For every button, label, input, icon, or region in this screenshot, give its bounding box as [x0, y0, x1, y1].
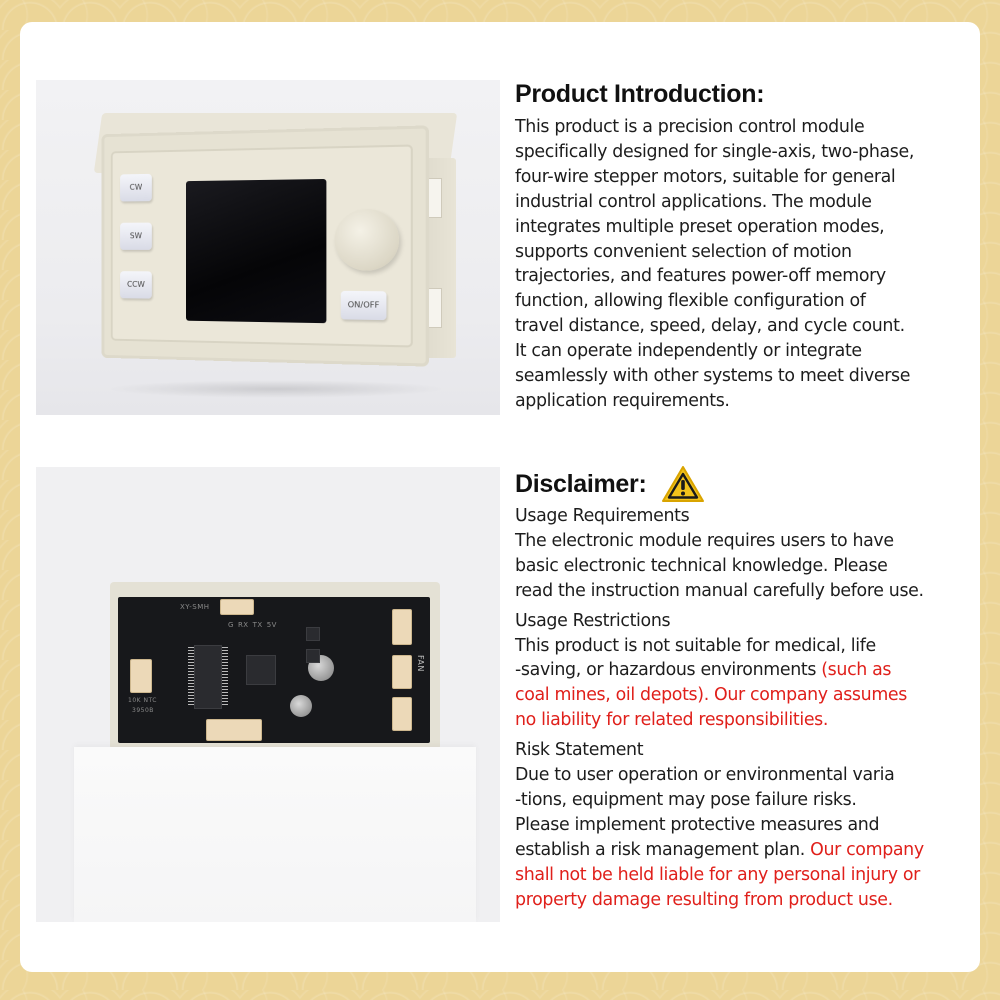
side-clip-slot — [428, 178, 442, 218]
disclaimer-header: Disclaimer: — [515, 466, 985, 502]
intro-line: travel distance, speed, delay, and cycle… — [515, 316, 905, 337]
on-off-button: ON/OFF — [340, 290, 387, 321]
disclaimer-line: Due to user operation or environmental v… — [515, 765, 895, 786]
intro-line: industrial control applications. The mod… — [515, 191, 872, 212]
intro-line: specifically designed for single-axis, t… — [515, 141, 915, 162]
usage-requirements-heading: Usage Requirements — [515, 506, 690, 526]
usage-requirements-block: Usage Requirements The electronic module… — [515, 504, 985, 604]
ntc-label: 10K NTC — [128, 697, 157, 704]
image-shadow — [106, 380, 446, 398]
usage-restrictions-block: Usage Restrictions This product is not s… — [515, 609, 985, 734]
disclaimer-line: basic electronic technical knowledge. Pl… — [515, 555, 888, 576]
module-front-panel: CW SW CCW ON/OFF — [101, 125, 429, 367]
top-connector — [220, 599, 254, 615]
product-introduction-section: Product Introduction: This product is a … — [515, 80, 975, 414]
side-clip-slot — [428, 288, 442, 328]
warning-text: property damage resulting from product u… — [515, 889, 893, 910]
signal-connector — [392, 609, 412, 645]
ntc-b-label: 3950B — [132, 707, 154, 714]
intro-line: supports convenient selection of motion — [515, 241, 852, 262]
intro-line: four-wire stepper motors, suitable for g… — [515, 166, 896, 187]
uart-tx-label: TX — [252, 621, 263, 629]
warning-text: no liability for related responsibilitie… — [515, 710, 829, 731]
chip-pins — [222, 647, 228, 707]
uart-5v-label: 5V — [266, 621, 277, 629]
intro-line: application requirements. — [515, 390, 730, 411]
warning-text: shall not be held liable for any persona… — [515, 864, 920, 885]
capacitor — [290, 695, 312, 717]
warning-triangle-icon — [661, 465, 705, 503]
uart-rx-label: RX — [237, 621, 249, 629]
warning-text: coal mines, oil depots). Our company ass… — [515, 685, 907, 706]
disclaimer-line: This product is not suitable for medical… — [515, 635, 876, 656]
disclaimer-title: Disclaimer: — [515, 469, 647, 498]
memory-chip — [194, 645, 222, 709]
disclaimer-line: -saving, or hazardous environments (such… — [515, 660, 892, 681]
warning-text: Our company — [810, 839, 924, 860]
transistor — [306, 627, 320, 641]
ccw-button: CCW — [120, 271, 152, 299]
disclaimer-line: Please implement protective measures and — [515, 814, 880, 835]
product-pcb-image: XY-SMH G RX TX 5V 10K NTC 3950B FAN — [36, 467, 500, 922]
disclaimer-line: establish a risk management plan. Our co… — [515, 839, 924, 860]
sw-button: SW — [120, 222, 152, 250]
white-pedestal — [74, 747, 476, 922]
risk-statement-block: Risk Statement Due to user operation or … — [515, 738, 985, 912]
pcb-model-label: XY-SMH — [180, 603, 210, 611]
intro-body: This product is a precision control modu… — [515, 115, 975, 414]
module-housing: XY-SMH G RX TX 5V 10K NTC 3950B FAN — [110, 582, 440, 750]
circuit-board: XY-SMH G RX TX 5V 10K NTC 3950B FAN — [118, 597, 430, 743]
risk-statement-heading: Risk Statement — [515, 740, 644, 761]
cw-button: CW — [120, 173, 152, 202]
transistor — [306, 649, 320, 663]
intro-line: It can operate independently or integrat… — [515, 341, 862, 362]
intro-line: seamlessly with other systems to meet di… — [515, 366, 911, 387]
fan-connector — [392, 655, 412, 689]
intro-line: trajectories, and features power-off mem… — [515, 266, 886, 287]
disclaimer-section: Disclaimer: Usage Requirements The elect… — [515, 466, 985, 918]
disclaimer-line: -tions, equipment may pose failure risks… — [515, 789, 857, 810]
usage-restrictions-heading: Usage Restrictions — [515, 610, 671, 631]
disclaimer-line: The electronic module requires users to … — [515, 530, 894, 551]
lcd-screen — [185, 178, 327, 324]
warning-text: (such as — [821, 660, 892, 681]
intro-line: function, allowing flexible configuratio… — [515, 291, 866, 312]
rotary-knob — [334, 208, 400, 271]
uart-g-label: G — [228, 621, 234, 629]
chip-pins — [188, 647, 194, 707]
mcu-chip — [246, 655, 276, 685]
intro-line: integrates multiple preset operation mod… — [515, 216, 885, 237]
front-bezel: CW SW CCW ON/OFF — [110, 144, 413, 348]
fan-label: FAN — [416, 655, 425, 672]
intro-title: Product Introduction: — [515, 80, 765, 108]
uart-labels: G RX TX 5V — [228, 621, 277, 629]
intro-line: This product is a precision control modu… — [515, 117, 865, 137]
ntc-connector — [130, 659, 152, 693]
product-front-image: CW SW CCW ON/OFF — [36, 80, 500, 415]
power-connector — [392, 697, 412, 731]
motor-connector — [206, 719, 262, 741]
disclaimer-line: read the instruction manual carefully be… — [515, 580, 924, 601]
